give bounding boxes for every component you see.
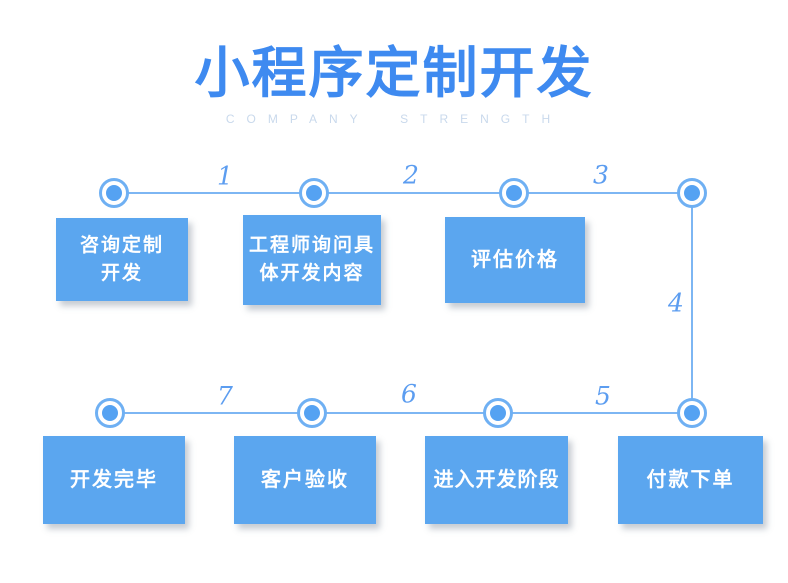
connector-line-vertical — [691, 193, 693, 413]
flow-step-box-enter-development-phase: 进入开发阶段 — [425, 436, 568, 524]
node-dot — [490, 405, 506, 421]
page-subtitle: COMPANY STRENGTH — [225, 112, 563, 126]
step-number-3: 3 — [593, 160, 609, 190]
flow-step-box-development-complete: 开发完毕 — [43, 436, 185, 524]
node-dot — [506, 185, 522, 201]
node-dot — [102, 405, 118, 421]
flow-step-box-engineer-inquiry: 工程师询问具 体开发内容 — [243, 215, 381, 305]
connector-line-bottom-row — [110, 412, 692, 414]
step-number-7: 7 — [217, 381, 233, 411]
flow-step-box-price-evaluation: 评估价格 — [445, 217, 585, 303]
step-number-6: 6 — [401, 379, 417, 409]
timeline-node — [99, 178, 129, 208]
box-label-line: 开发 — [100, 262, 143, 284]
flow-step-box-pay-and-order: 付款下单 — [618, 436, 763, 524]
box-label-line: 工程师询问具 — [248, 235, 375, 257]
timeline-node — [95, 398, 125, 428]
box-label-line: 进入开发阶段 — [433, 468, 560, 491]
box-label-line: 评估价格 — [471, 248, 559, 271]
timeline-node — [499, 178, 529, 208]
timeline-node — [677, 398, 707, 428]
timeline-node — [297, 398, 327, 428]
step-number-1: 1 — [217, 161, 233, 191]
step-number-5: 5 — [595, 381, 611, 411]
timeline-node — [483, 398, 513, 428]
timeline-node — [299, 178, 329, 208]
page-title: 小程序定制开发 — [194, 42, 594, 104]
step-number-4: 4 — [668, 288, 684, 318]
flow-step-box-customer-acceptance: 客户验收 — [234, 436, 376, 524]
box-label-line: 开发完毕 — [70, 468, 158, 491]
box-label-line: 咨询定制 — [79, 234, 164, 256]
node-dot — [684, 185, 700, 201]
box-label-line: 体开发内容 — [259, 263, 365, 284]
connector-line-top-row — [114, 192, 692, 194]
box-label-line: 付款下单 — [646, 468, 735, 491]
step-number-2: 2 — [403, 160, 419, 190]
box-label-line: 客户验收 — [261, 468, 349, 491]
node-dot — [306, 185, 322, 201]
node-dot — [304, 405, 320, 421]
flow-step-box-consult-custom-development: 咨询定制 开发 — [56, 218, 188, 301]
node-dot — [684, 405, 700, 421]
node-dot — [106, 185, 122, 201]
timeline-node — [677, 178, 707, 208]
